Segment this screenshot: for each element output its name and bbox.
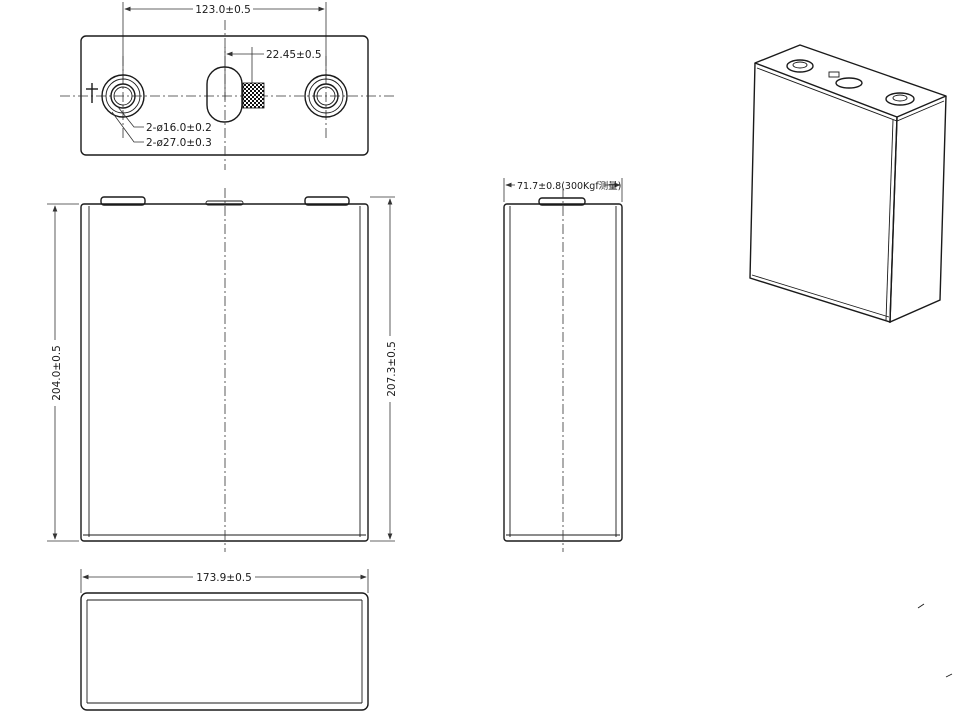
bottom-outline [80, 592, 369, 711]
front-body-outline [80, 203, 369, 542]
dim-body-height: 204.0±0.5 [47, 203, 79, 542]
top-view: 123.0±0.5 22.45±0.5 [60, 2, 395, 170]
dim-vent-offset: 22.45±0.5 [224, 47, 322, 100]
terminal-icon [101, 74, 145, 118]
bottom-width-label: 173.9±0.5 [196, 572, 252, 584]
isometric-view [749, 44, 947, 324]
total-height-label: 207.3±0.5 [386, 341, 398, 397]
top-width-label: 123.0±0.5 [195, 4, 251, 16]
vent-offset-label: 22.45±0.5 [266, 49, 322, 61]
body-height-label: 204.0±0.5 [51, 345, 63, 401]
dim-side-thickness: 71.7±0.8(300Kgf测量) [503, 178, 623, 202]
terminal-icon [304, 74, 348, 118]
terminal-icon [786, 59, 814, 73]
terminal-icon [885, 92, 915, 106]
terminal-inner-dia-label: 2-ø16.0±0.2 [146, 122, 212, 134]
bottom-view: 173.9±0.5 [80, 569, 369, 711]
vent-icon [828, 71, 863, 89]
terminal-outer-dia-label: 2-ø27.0±0.3 [146, 137, 212, 149]
top-plate-outline [80, 35, 369, 156]
side-body-outline [503, 203, 623, 542]
dim-total-height: 207.3±0.5 [370, 196, 398, 542]
side-thickness-label: 71.7±0.8(300Kgf测量) [517, 181, 621, 192]
side-view: 71.7±0.8(300Kgf测量) [503, 178, 623, 552]
qr-code-icon [242, 82, 265, 109]
dim-top-width: 123.0±0.5 [122, 2, 327, 80]
dim-bottom-width: 173.9±0.5 [80, 569, 369, 593]
vent-icon [206, 66, 243, 123]
front-view: 204.0±0.5 207.3±0.5 [47, 188, 398, 552]
